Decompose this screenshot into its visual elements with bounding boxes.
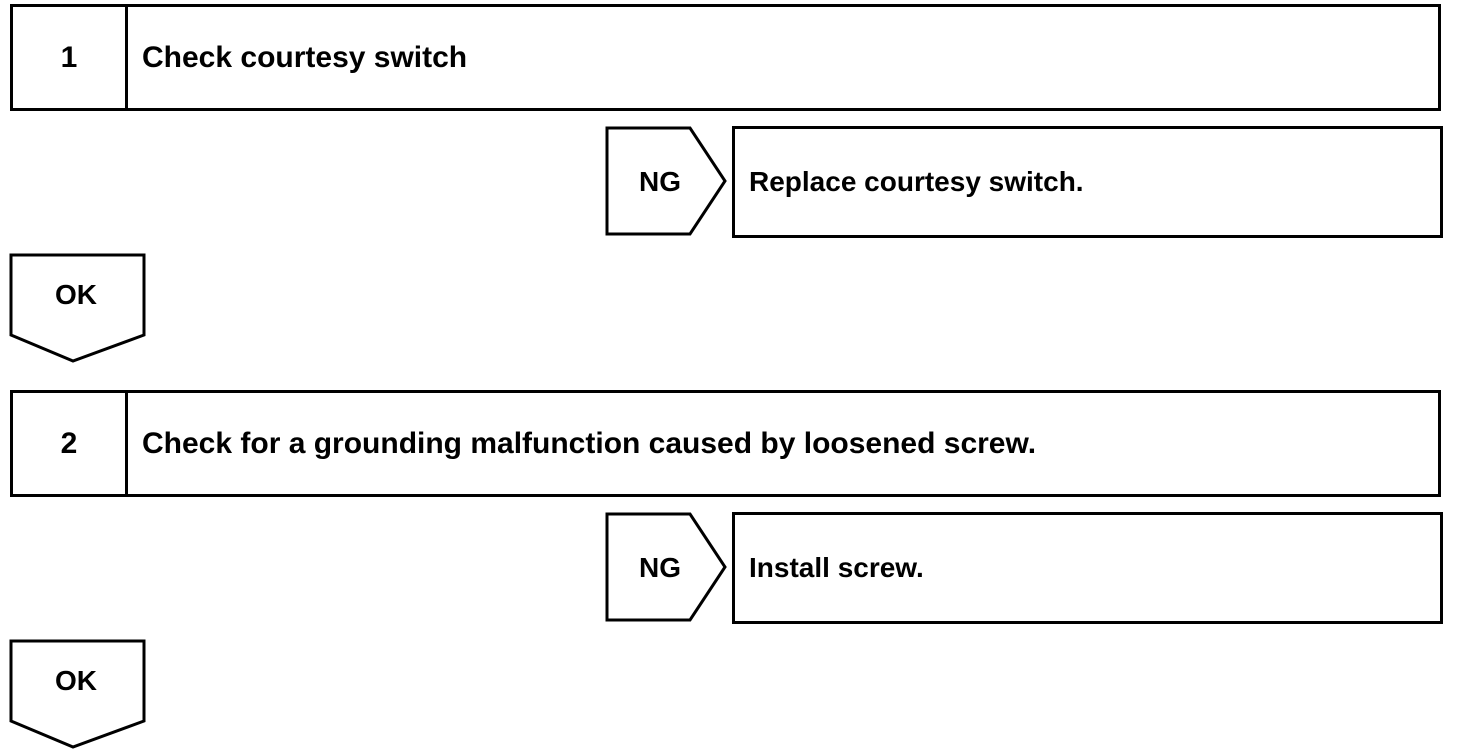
step-2-ok-arrow: OK bbox=[9, 639, 147, 751]
step-1-ng-action: Replace courtesy switch. bbox=[732, 126, 1443, 238]
step-2-number: 2 bbox=[13, 393, 128, 494]
step-2-ok-label: OK bbox=[55, 665, 97, 696]
step-2-ng-arrow: NG bbox=[605, 512, 728, 624]
step-2-ng-label: NG bbox=[639, 552, 681, 583]
step-2-box: 2 Check for a grounding malfunction caus… bbox=[10, 390, 1441, 497]
step-1-ok-arrow: OK bbox=[9, 253, 147, 365]
ng-arrow-shape bbox=[605, 126, 727, 236]
step-1-ok-label: OK bbox=[55, 279, 97, 310]
step-1-number: 1 bbox=[13, 7, 128, 108]
step-1-box: 1 Check courtesy switch bbox=[10, 4, 1441, 111]
ok-arrow-shape bbox=[9, 639, 146, 749]
step-1-title: Check courtesy switch bbox=[142, 40, 468, 74]
step-1-ng-label: NG bbox=[639, 166, 681, 197]
step-1-ng-arrow: NG bbox=[605, 126, 728, 238]
ng-arrow-shape bbox=[605, 512, 727, 622]
ok-arrow-shape bbox=[9, 253, 146, 363]
step-2-ng-action: Install screw. bbox=[732, 512, 1443, 624]
step-2-title: Check for a grounding malfunction caused… bbox=[142, 426, 1037, 460]
